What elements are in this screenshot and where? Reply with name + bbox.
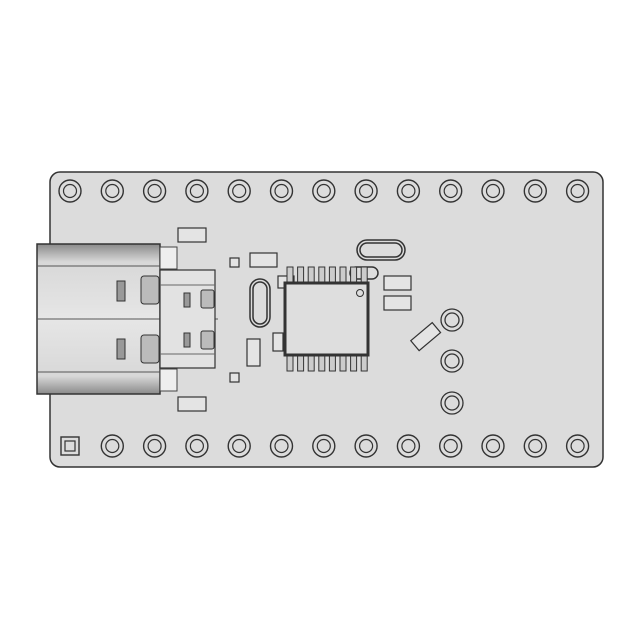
header-pin — [269, 179, 294, 203]
header-pin — [227, 434, 251, 458]
ic-pin — [339, 355, 347, 372]
ic-pin — [350, 355, 358, 372]
header-pin — [60, 436, 80, 456]
header-pin — [523, 434, 547, 458]
ic-pin — [286, 266, 294, 283]
header-pin — [481, 434, 505, 458]
ic-pin — [307, 266, 315, 283]
ic-pin — [339, 266, 347, 283]
header-pin — [185, 179, 209, 203]
header-pin — [565, 434, 590, 458]
ic-pin — [286, 355, 294, 372]
usb-c-connector-icon — [36, 243, 218, 395]
header-pin — [354, 434, 378, 458]
ic-pin — [307, 355, 315, 372]
header-pins — [58, 179, 590, 458]
ic-pin — [350, 266, 358, 283]
header-pin — [481, 179, 505, 203]
header-pin — [269, 434, 294, 458]
header-pin — [100, 179, 125, 203]
test-pad-icon — [440, 308, 464, 415]
ic-pin — [297, 266, 305, 283]
header-pin — [439, 434, 463, 458]
ic-pin — [360, 266, 368, 283]
header-pin — [227, 179, 251, 203]
ic-pin — [360, 355, 368, 372]
header-pin — [142, 434, 167, 458]
header-pin — [354, 179, 378, 203]
header-pin — [100, 434, 125, 458]
header-pin — [58, 179, 82, 203]
header-pin — [565, 179, 590, 203]
ic-pin — [297, 355, 305, 372]
header-pin — [142, 179, 167, 203]
header-pin — [312, 434, 336, 458]
ic-pin — [318, 266, 326, 283]
header-pin — [185, 434, 209, 458]
header-pin — [523, 179, 547, 203]
header-pin — [396, 434, 421, 458]
header-pin — [312, 179, 336, 203]
header-pin — [396, 179, 421, 203]
ic-pin — [328, 355, 336, 372]
ic-pin — [318, 355, 326, 372]
ic-pin — [328, 266, 336, 283]
header-pin — [439, 179, 463, 203]
qfn-ic-icon — [283, 266, 370, 372]
